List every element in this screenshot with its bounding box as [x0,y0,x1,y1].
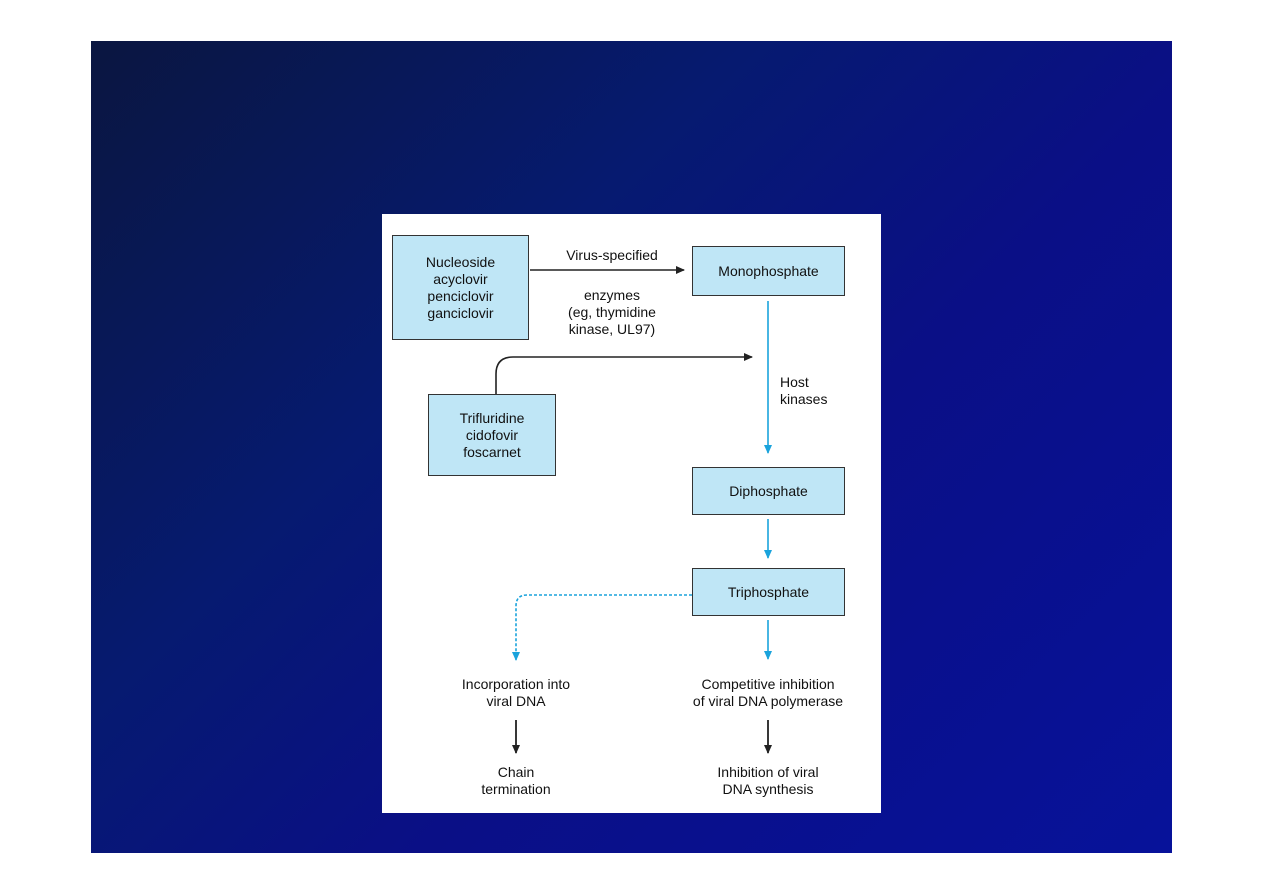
arrow-triphosphate-to-incorporation [512,594,692,661]
competitive-inhibition-label: Competitive inhibition of viral DNA poly… [692,676,844,709]
trifluridine-box-text: Trifluridine cidofovir foscarnet [459,409,525,460]
triphosphate-box: Triphosphate [692,568,845,616]
nucleoside-box-text: Nucleoside acyclovir penciclovir gancicl… [425,253,496,321]
monophosphate-box-text: Monophosphate [718,262,819,279]
virus-specified-label: Virus-specified [566,247,658,263]
host-kinases-label: Host kinases [780,374,828,407]
diagram-arrows [495,266,772,754]
mechanism-diagram: Nucleoside acyclovir penciclovir gancicl… [382,214,881,813]
chain-termination-label: Chain termination [481,764,551,797]
diphosphate-box: Diphosphate [692,467,845,515]
diphosphate-box-text: Diphosphate [729,482,808,499]
arrow-trifluridine-to-pathway [495,353,753,394]
nucleoside-box: Nucleoside acyclovir penciclovir gancicl… [392,235,529,340]
inhibition-synthesis-label: Inhibition of viral DNA synthesis [717,764,819,797]
monophosphate-box: Monophosphate [692,246,845,296]
incorporation-label: Incorporation into viral DNA [461,676,571,709]
enzymes-label: enzymes (eg, thymidine kinase, UL97) [568,287,656,337]
triphosphate-box-text: Triphosphate [727,583,810,600]
trifluridine-box: Trifluridine cidofovir foscarnet [428,394,556,476]
